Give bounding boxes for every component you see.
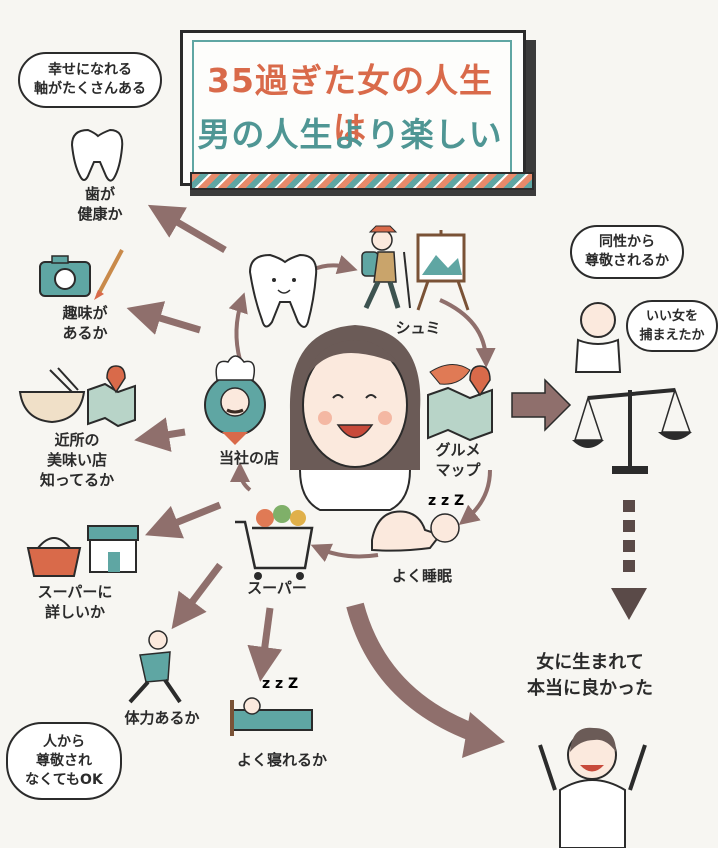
label-knows-restaurants: 近所の 美味い店 知ってるか — [39, 431, 115, 489]
label-hobby: シュミ — [395, 319, 441, 337]
label-stamina: 体力あるか — [124, 709, 200, 727]
label-gourmet-map: グルメ マップ — [435, 441, 481, 479]
big-curved-arrow — [346, 602, 483, 744]
cycle-arrows — [228, 254, 496, 563]
paintbrush-icon — [94, 249, 124, 300]
map-icon — [427, 364, 493, 442]
title-line-1: 35過ぎた女の人生は — [207, 61, 493, 148]
balance-scale-icon — [572, 387, 692, 474]
arrow-to-restaurants — [134, 417, 186, 452]
camera-icon — [39, 255, 91, 297]
arrow-to-sleep — [247, 607, 283, 682]
muscle-sleep-icon: z z Z — [371, 493, 464, 552]
arrow-to-scale — [511, 378, 572, 432]
label-sleeps-well: よく寝れるか — [236, 751, 327, 769]
ramen-bowl-icon — [18, 367, 86, 424]
arrow-shop-to-tooth — [228, 292, 248, 361]
shopping-cart-icon — [235, 505, 314, 580]
label-sleep-well: よく睡眠 — [391, 567, 452, 585]
arrow-super-to-shop — [230, 462, 252, 492]
arrow-to-supermarket-skill — [145, 501, 222, 539]
label-teeth-healthy: 歯が 健康か — [77, 185, 123, 223]
happy-woman-icon — [538, 727, 647, 848]
chef-icon — [204, 355, 266, 445]
dotted-arrow-down — [611, 500, 647, 620]
label-result: 女に生まれて 本当に良かった — [527, 652, 653, 699]
hiker-icon — [361, 225, 411, 310]
label-supermarket: スーパー — [247, 579, 307, 597]
arrow-to-hobby — [126, 301, 202, 335]
bubble-respected-same-sex: 同性から 尊敬されるか — [570, 225, 684, 279]
storefront-icon — [87, 525, 139, 573]
svg-text:z z Z: z z Z — [262, 676, 298, 692]
bed-icon: z z Z — [230, 676, 313, 736]
arrow-tooth-to-hobby — [311, 254, 358, 275]
easel-icon — [416, 230, 470, 311]
tooth-small-icon — [70, 128, 124, 182]
tooth-icon — [248, 253, 318, 328]
woman-face-icon — [289, 325, 421, 511]
worried-man-icon — [574, 302, 622, 373]
arrow-map-to-sleep — [458, 469, 492, 525]
bubble-caught-good-woman: いい女を 捕まえたか — [626, 300, 718, 352]
arrow-hobby-to-map — [439, 298, 496, 368]
bubble-happiness-axes: 幸せになれる 軸がたくさんある — [18, 52, 162, 108]
basket-icon — [26, 537, 82, 577]
arrow-to-stamina — [171, 562, 223, 630]
outcome-arrows — [126, 204, 283, 682]
label-center-shop: 当社の店 — [218, 449, 279, 467]
arrow-sleep-to-super — [310, 543, 379, 563]
runner-icon — [128, 630, 182, 704]
label-knows-supermarket: スーパーに 詳しいか — [37, 583, 113, 621]
map-pin-icon — [87, 365, 136, 428]
title-stripe-decoration — [190, 172, 534, 190]
arrow-to-teeth — [147, 204, 227, 254]
svg-text:z z Z: z z Z — [428, 493, 464, 509]
label-has-hobby: 趣味が あるか — [62, 304, 108, 342]
title-line-2: 男の人生より楽しい — [197, 115, 503, 154]
title-frame — [180, 30, 526, 186]
bubble-not-respected-ok: 人から 尊敬され なくてもOK — [6, 722, 122, 800]
